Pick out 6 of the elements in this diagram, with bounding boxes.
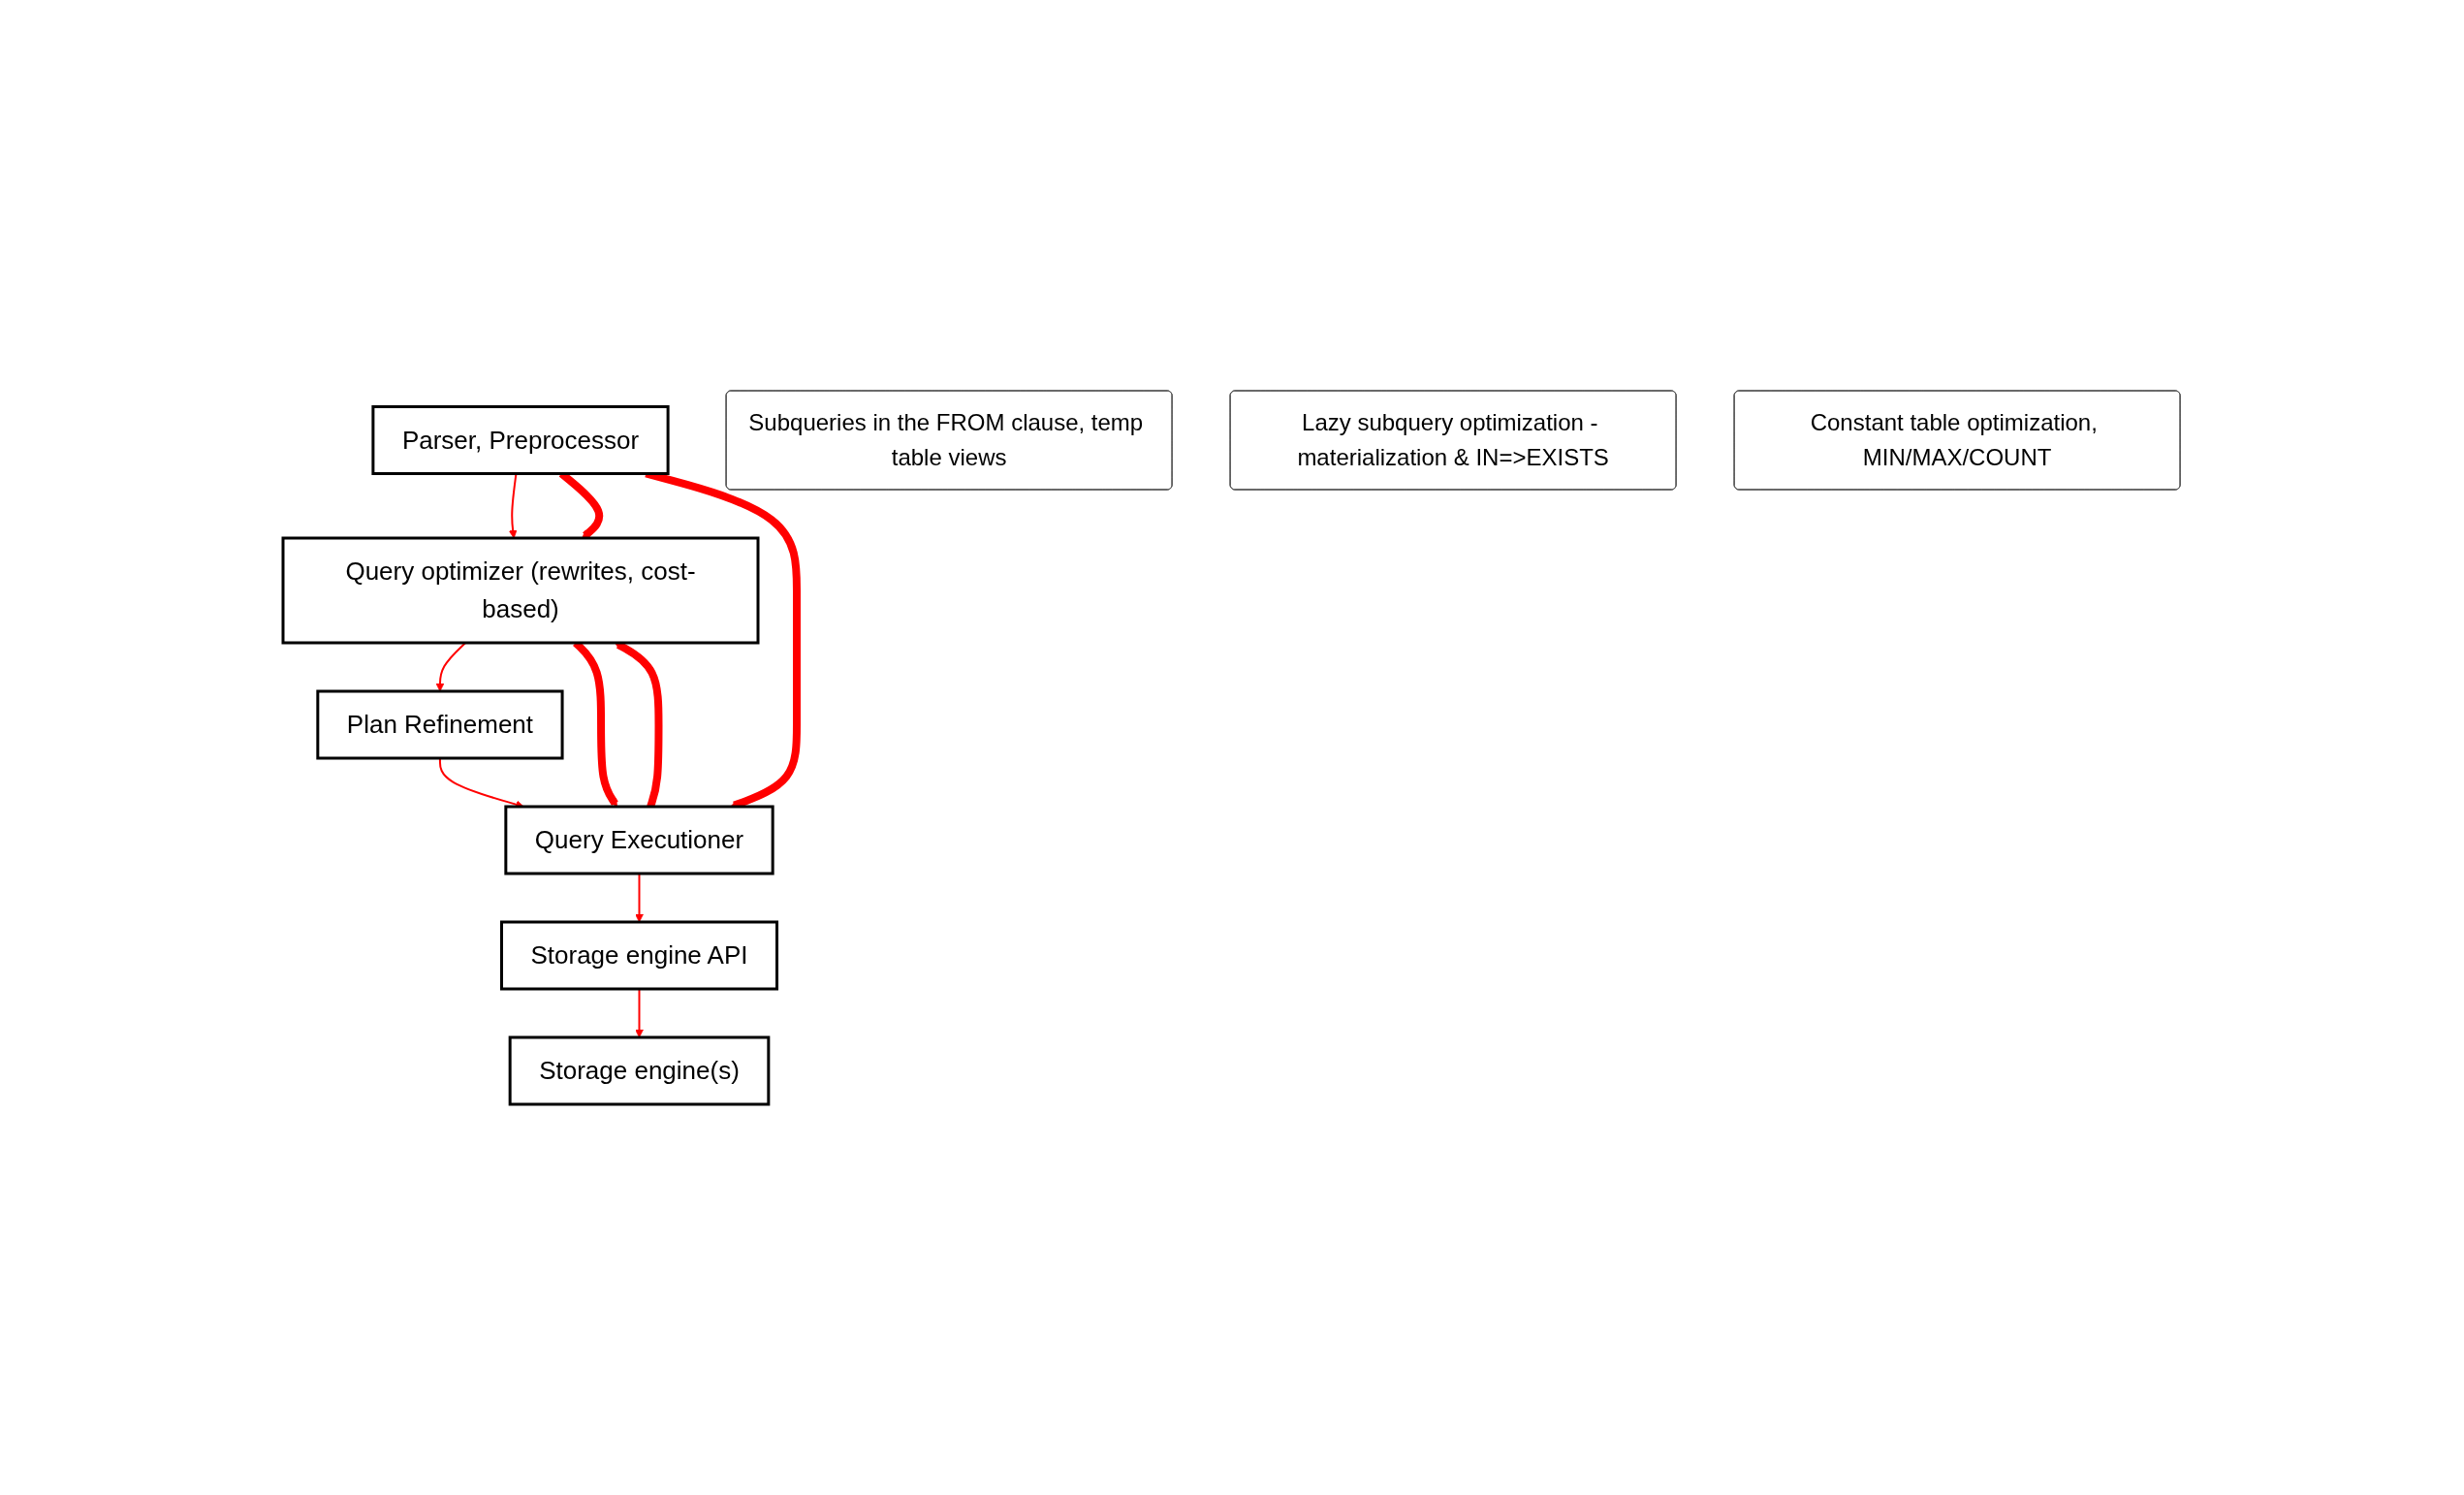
node-box: Query optimizer (rewrites, cost-based) bbox=[281, 536, 760, 645]
node-box: Storage engine API bbox=[500, 920, 779, 991]
node-box: Query Executioner bbox=[504, 805, 775, 875]
node-box: Storage engine(s) bbox=[509, 1035, 771, 1106]
node-box: Parser, Preprocessor bbox=[371, 405, 671, 475]
node-box: Plan Refinement bbox=[316, 689, 564, 760]
